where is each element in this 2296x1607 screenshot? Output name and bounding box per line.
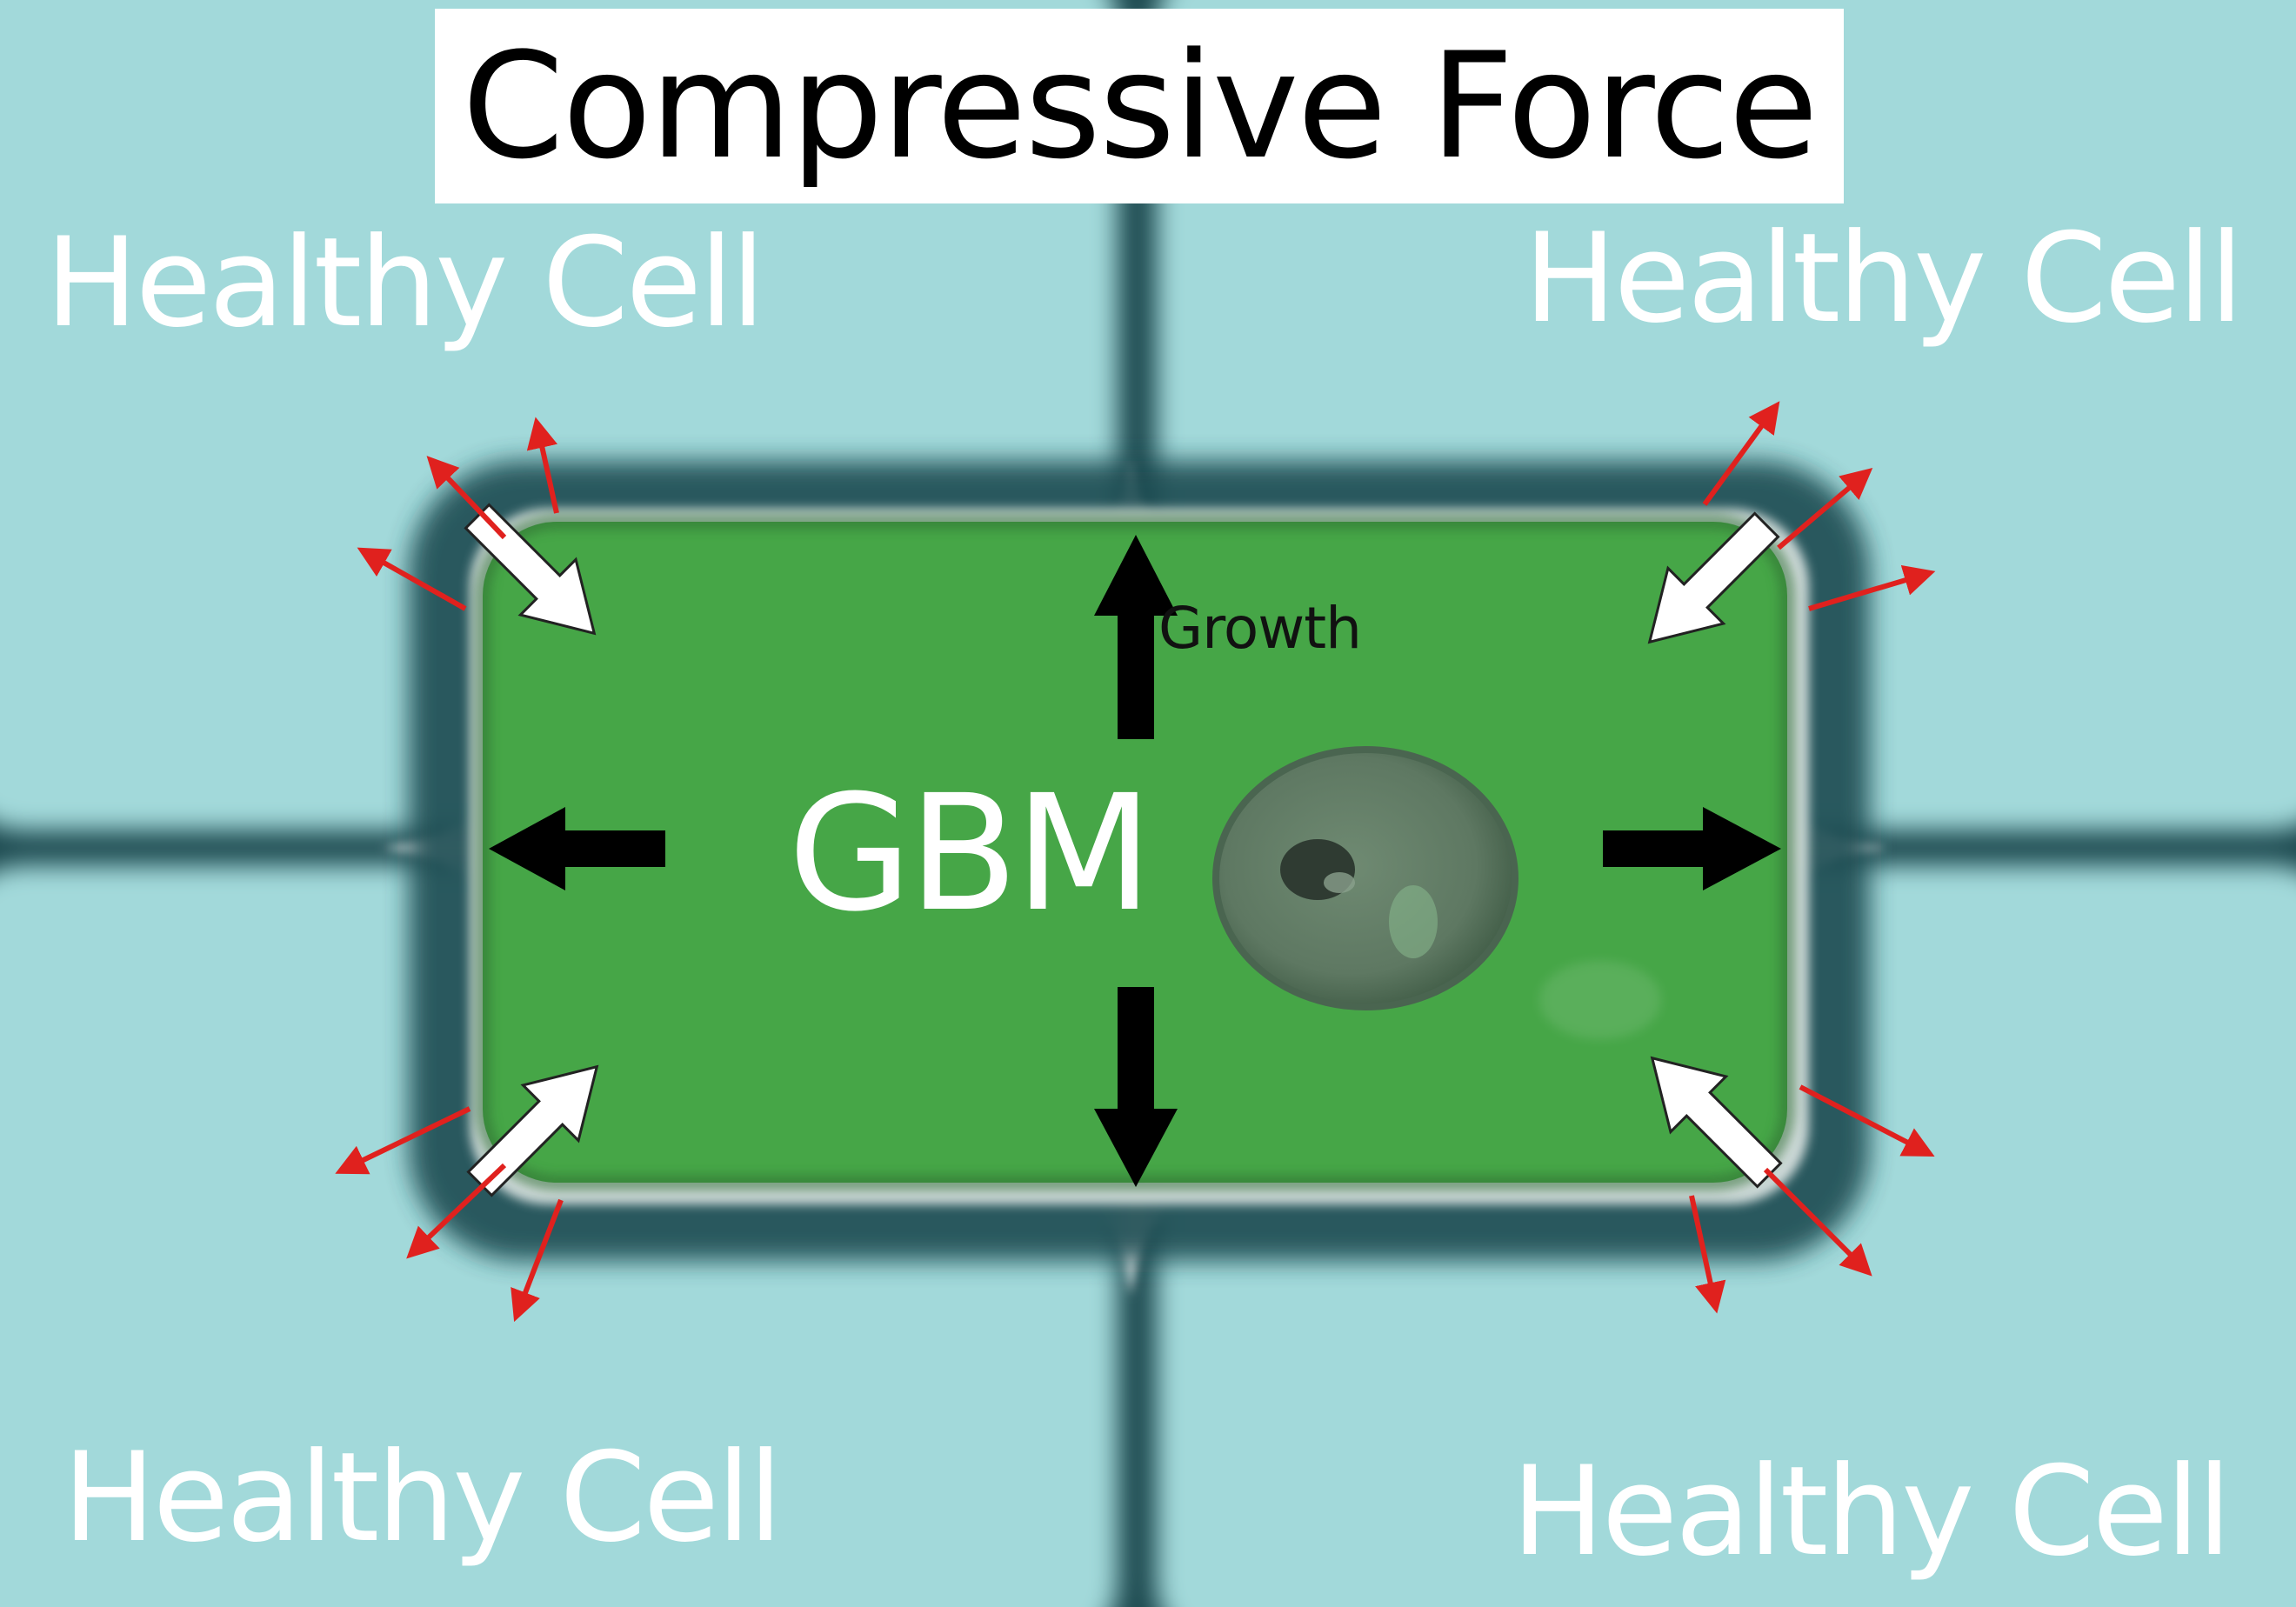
- force-arrow: [526, 417, 559, 514]
- nucleus: [1212, 746, 1518, 1010]
- title-box: Compressive Force: [435, 9, 1844, 203]
- force-arrow: [1777, 468, 1873, 550]
- compression-arrow-top-right: [1647, 511, 1780, 644]
- gbm-label: GBM: [788, 761, 1153, 947]
- force-arrow: [1808, 564, 1936, 611]
- diagram-title: Compressive Force: [462, 21, 1819, 191]
- force-arrow: [1689, 1195, 1726, 1314]
- force-arrow: [406, 1163, 507, 1259]
- force-arrow: [426, 456, 507, 540]
- growth-arrow-down: [1094, 987, 1178, 1187]
- force-arrow: [511, 1198, 564, 1323]
- healthy-cell-label-bottom-right: Healthy Cell: [1512, 1440, 2232, 1584]
- healthy-cell-label-bottom-left: Healthy Cell: [63, 1426, 783, 1570]
- healthy-cell-label-top-right: Healthy Cell: [1524, 207, 2244, 350]
- gbm-tumor-cell: [483, 522, 1787, 1183]
- growth-arrow-left: [489, 807, 665, 890]
- growth-arrow-right: [1603, 807, 1781, 890]
- force-arrow: [357, 547, 467, 611]
- outward-force-arrows: [335, 401, 1936, 1323]
- growth-arrows: [489, 535, 1781, 1187]
- compression-arrows: [464, 503, 1783, 1197]
- force-arrow: [335, 1106, 471, 1175]
- compression-arrow-bottom-right: [1650, 1056, 1783, 1189]
- compression-arrow-bottom-left: [466, 1064, 599, 1197]
- force-arrow: [1799, 1084, 1935, 1157]
- compression-arrow-top-left: [464, 503, 597, 636]
- growth-label: Growth: [1158, 595, 1362, 662]
- growth-arrow-up: [1094, 535, 1178, 739]
- force-arrow: [1702, 401, 1780, 506]
- force-arrow: [1763, 1167, 1872, 1277]
- healthy-cell-label-top-left: Healthy Cell: [45, 211, 765, 355]
